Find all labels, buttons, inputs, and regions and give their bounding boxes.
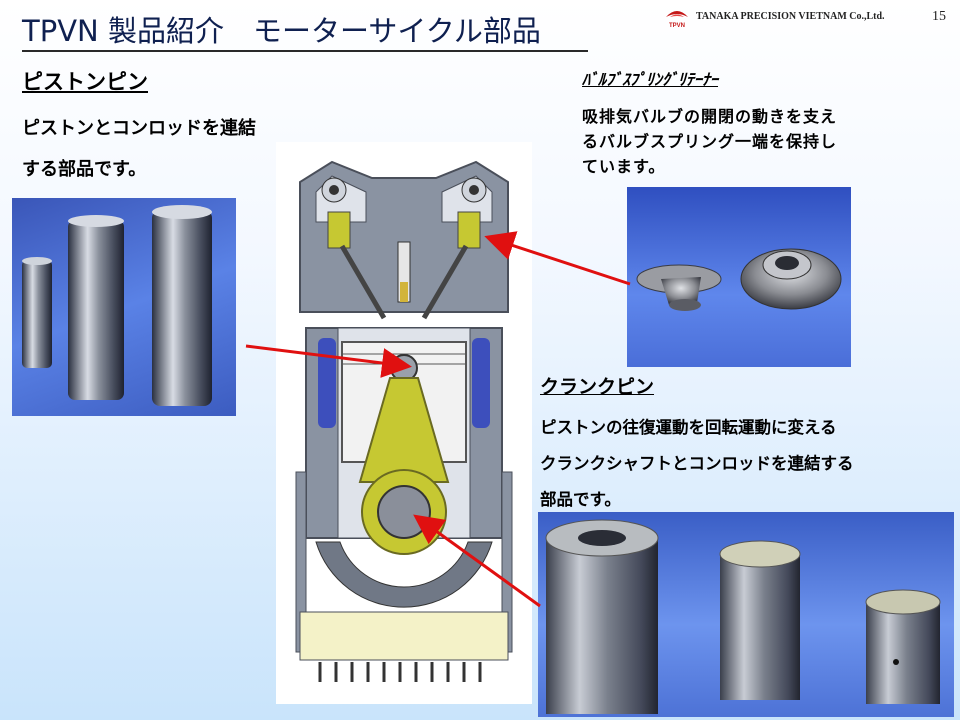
logo-mark-icon: TPVN xyxy=(666,11,688,29)
crank-pin-photo xyxy=(538,512,954,717)
title-underline xyxy=(22,50,588,52)
retainer-line-3: ています。 xyxy=(582,157,666,176)
retainer-line-2: るバルブスプリング一端を保持し xyxy=(582,132,838,151)
piston-pin-heading: ピストンピン xyxy=(22,70,148,94)
piston-pin-photo xyxy=(12,198,236,416)
valve-spring-retainer-photo xyxy=(627,187,851,367)
crank-pin-line-1: ピストンの往復運動を回転運動に変える xyxy=(540,418,837,437)
crank-pin-line-2: クランクシャフトとコンロッドを連結する xyxy=(540,454,854,473)
crank-pin-description: ピストンの往復運動を回転運動に変える クランクシャフトとコンロッドを連結する 部… xyxy=(540,410,910,518)
crank-pin-line-3: 部品です。 xyxy=(540,490,621,509)
piston-pin-line-2: する部品です。 xyxy=(22,159,147,180)
engine-cross-section-diagram xyxy=(276,142,532,704)
slide-title: TPVN 製品紹介 モーターサイクル部品 xyxy=(22,14,541,48)
crank-pin-heading: クランクピン xyxy=(540,376,655,398)
valve-spring-retainer-description: 吸排気バルブの開閉の動きを支え るバルブスプリング一端を保持し ています。 xyxy=(582,104,912,179)
logo-text: TPVN xyxy=(669,23,685,29)
company-name: TANAKA PRECISION VIETNAM Co.,Ltd. xyxy=(696,11,885,22)
piston-pin-line-1: ピストンとコンロッドを連結 xyxy=(22,118,256,139)
page-number: 15 xyxy=(932,9,946,24)
retainer-line-1: 吸排気バルブの開閉の動きを支え xyxy=(582,107,838,126)
company-logo: TPVN xyxy=(662,7,692,29)
valve-spring-retainer-heading: ﾊﾞﾙﾌﾞｽﾌﾟﾘﾝｸﾞﾘﾃｰﾅｰ xyxy=(582,70,719,89)
piston-pin-description: ピストンとコンロッドを連結 する部品です。 xyxy=(22,108,302,190)
